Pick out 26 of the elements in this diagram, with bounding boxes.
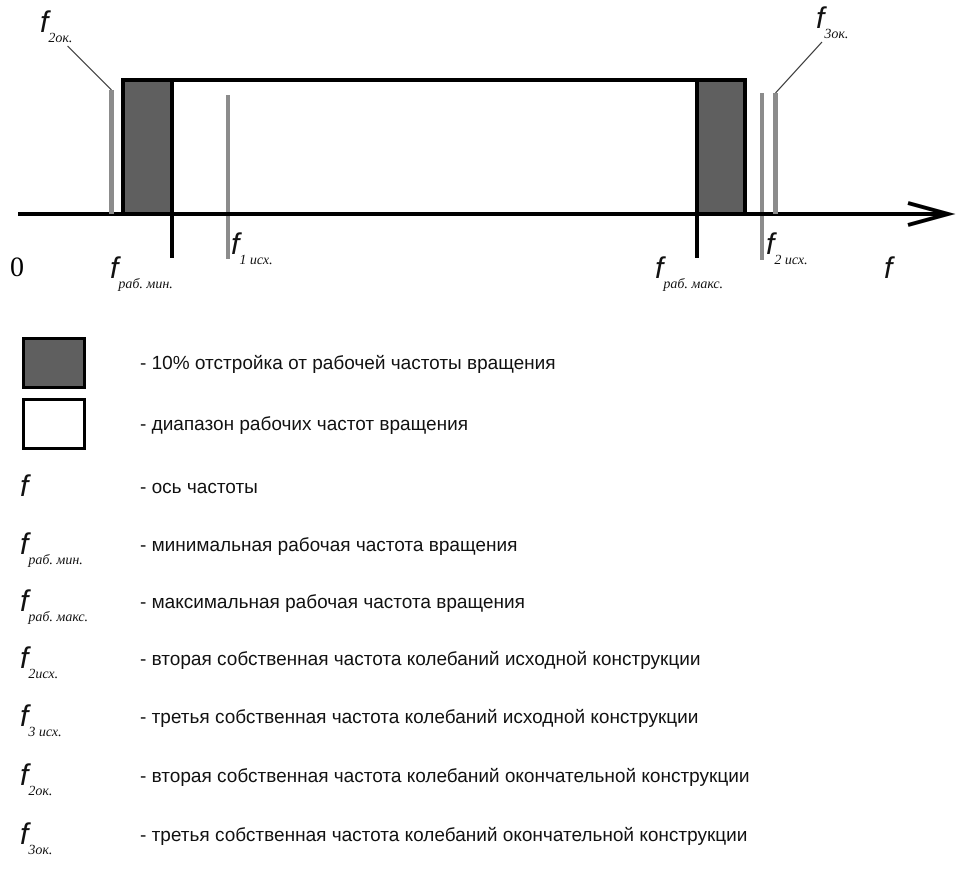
legend-text: - диапазон рабочих частот вращения [140,415,468,434]
frequency-symbol: f [884,254,892,284]
legend-text: - третья собственная частота колебаний исходной конструкции [140,708,698,727]
frequency-symbol: f$_{1 исх.}$ [231,230,273,268]
frequency-symbol: f$_{раб. макс.}$ [20,587,88,625]
legend-text: - максимальная рабочая частота вращения [140,593,525,612]
frequency-symbol: f [20,472,28,502]
origin-label: 0 [10,254,24,282]
frequency-symbol: f$_{раб. мин.}$ [20,530,83,568]
legend-text: - вторая собственная частота колебаний исходной конструкции [140,650,700,669]
frequency-symbol: f$_{3ок.}$ [20,820,52,858]
frequency-symbol: f$_{3 исх.}$ [20,702,62,740]
frequency-symbol: f$_{3ок.}$ [816,4,848,42]
frequency-symbol: f$_{раб. макс.}$ [655,254,724,292]
legend-text: - третья собственная частота колебаний окончательной конструкции [140,826,748,845]
frequency-symbol: f$_{2ок.}$ [20,761,52,799]
frequency-symbol: f$_{2ок.}$ [40,8,72,46]
legend-text: - ось частоты [140,478,258,497]
frequency-symbol: f$_{2исх.}$ [20,644,58,682]
leader-line [775,42,822,94]
legend-text: - вторая собственная частота колебаний окончательной конструкции [140,767,750,786]
legend-text: - 10% отстройка от рабочей частоты вращения [140,354,556,373]
frequency-symbol: f$_{2 исх.}$ [766,230,808,268]
legend-text: - минимальная рабочая частота вращения [140,536,518,555]
frequency-symbol: f$_{раб. мин.}$ [110,254,173,292]
leader-line [67,46,112,90]
